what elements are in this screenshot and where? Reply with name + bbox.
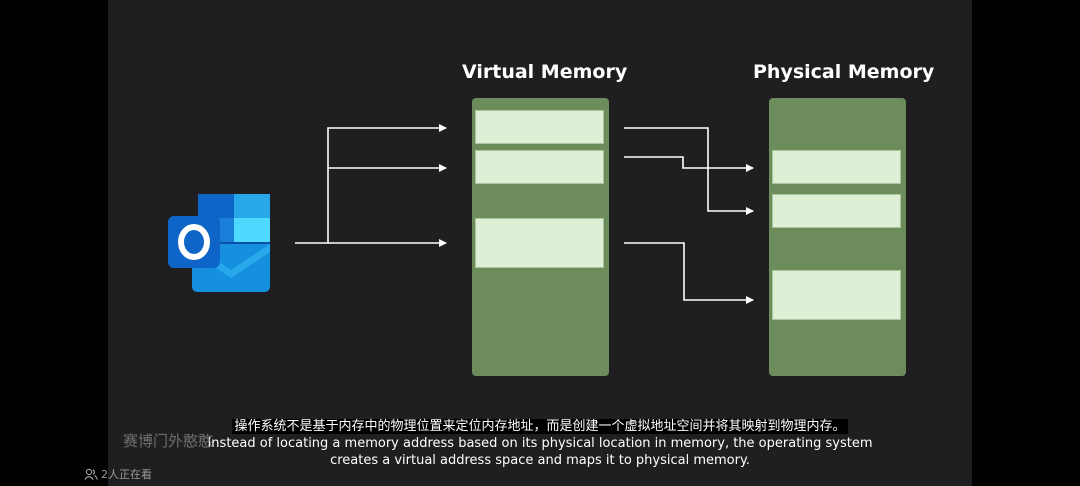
physical-page-3 bbox=[772, 270, 901, 320]
video-frame: Virtual Memory Physical Memory bbox=[108, 0, 972, 486]
viewer-count-label: 2人正在看 bbox=[101, 468, 152, 481]
virtual-page-2 bbox=[475, 150, 604, 184]
app-to-virtual-arrow-1 bbox=[295, 124, 447, 244]
virtual-to-physical-arrow-2 bbox=[624, 156, 754, 172]
viewer-count: 2人正在看 bbox=[84, 466, 152, 482]
people-icon bbox=[84, 468, 98, 480]
physical-page-2 bbox=[772, 194, 901, 228]
virtual-page-3 bbox=[475, 218, 604, 268]
virtual-memory-title: Virtual Memory bbox=[462, 61, 628, 83]
subtitle-chinese: 操作系统不是基于内存中的物理位置来定位内存地址，而是创建一个虚拟地址空间并将其映… bbox=[232, 419, 848, 434]
virtual-to-physical-arrow-3 bbox=[624, 242, 754, 304]
mapping-arrows bbox=[295, 124, 754, 304]
channel-watermark: 赛博门外憨憨 bbox=[123, 432, 214, 450]
subtitle-english-line2: creates a virtual address space and maps… bbox=[330, 453, 750, 468]
virtual-page-1 bbox=[475, 110, 604, 144]
physical-memory-title: Physical Memory bbox=[753, 61, 935, 83]
physical-page-1 bbox=[772, 150, 901, 184]
virtual-memory-block bbox=[472, 98, 609, 376]
outlook-app-icon bbox=[168, 194, 270, 292]
virtual-to-physical-arrow-1 bbox=[624, 127, 754, 215]
physical-memory-block bbox=[769, 98, 906, 376]
subtitle-english-line1: Instead of locating a memory address bas… bbox=[207, 436, 873, 451]
subtitles: 操作系统不是基于内存中的物理位置来定位内存地址，而是创建一个虚拟地址空间并将其映… bbox=[108, 418, 972, 469]
